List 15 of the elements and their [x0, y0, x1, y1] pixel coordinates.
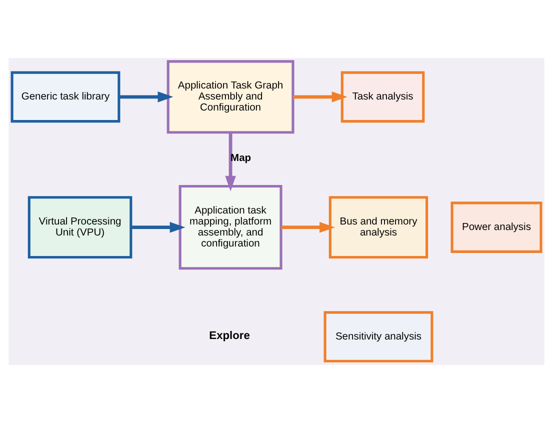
- arrow: [292, 92, 348, 102]
- label: Explore: [209, 330, 250, 342]
- node-box: Power analysis: [450, 202, 542, 253]
- arrow: [281, 222, 335, 233]
- node-box: Sensitivity analysis: [324, 311, 434, 362]
- arrow: [119, 92, 174, 102]
- node-box: Bus and memory analysis: [328, 196, 428, 259]
- node-box: Generic task library: [10, 71, 120, 123]
- node-box: Application task mapping, platform assembly, and configuration: [178, 185, 282, 270]
- node-box: Task analysis: [340, 71, 425, 123]
- arrow: [225, 132, 236, 192]
- arrow: [131, 222, 186, 233]
- node-box: Virtual Processing Unit (VPU): [28, 196, 132, 259]
- node-box: Application Task Graph Assembly and Configuration: [166, 60, 294, 134]
- edge-label: Map: [230, 153, 252, 164]
